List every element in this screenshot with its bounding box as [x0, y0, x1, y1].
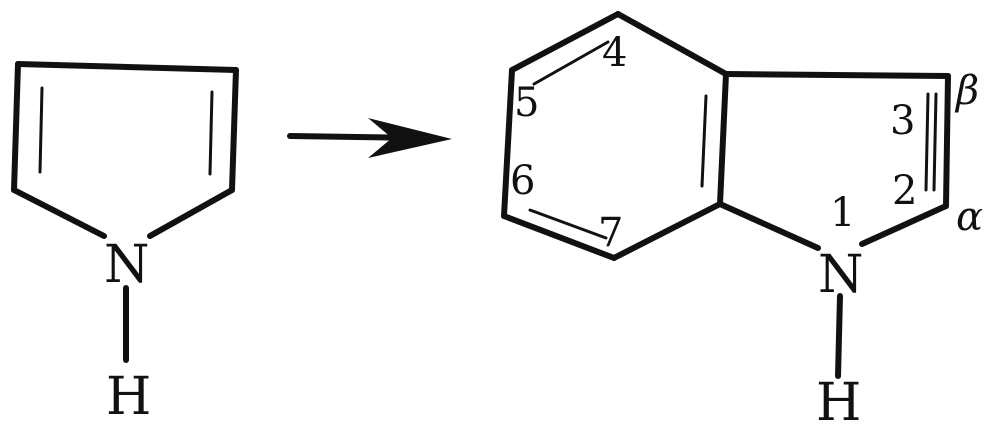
pyrrole-bond-right — [229, 67, 239, 193]
pyrrole-hydrogen-atom: H — [106, 367, 151, 427]
indole-bond-n-h — [835, 293, 843, 379]
indole-inner-double-fusion — [700, 94, 708, 188]
indole-bond-c7a-n — [717, 201, 821, 251]
indole-bond-c3-c2 — [943, 73, 951, 209]
indole-inner-double-c2-c3-a — [924, 92, 930, 192]
pyrrole-bond-right-to-n — [147, 187, 235, 239]
indole-beta-label: β — [954, 68, 979, 114]
indole-locant-4: 4 — [602, 30, 627, 76]
indole-locant-5: 5 — [514, 80, 539, 126]
indole-locant-3: 3 — [890, 98, 915, 144]
indole-bond-fusion — [717, 71, 729, 207]
indole-bond-c5-c4 — [509, 11, 621, 73]
indole-bond-c7-c6 — [501, 213, 617, 261]
pyrrole-nitrogen-atom: N — [104, 235, 150, 295]
indole-locant-7: 7 — [598, 210, 623, 256]
indole-bond-c4-c3a-top — [615, 11, 729, 77]
arrow-head — [368, 118, 452, 158]
pyrrole-inner-double-right — [208, 90, 214, 176]
indole-inner-double-top — [532, 40, 610, 86]
indole-bond-c3a-c3 — [723, 71, 951, 79]
indole-locant-1: 1 — [830, 190, 855, 236]
indole-inner-double-bottom — [528, 208, 608, 240]
pyrrole-structure: N H — [11, 61, 239, 427]
indole-bond-c2-n — [859, 203, 949, 247]
indole-inner-double-c2-c3-b — [932, 92, 938, 192]
pyrrole-bond-left — [11, 61, 21, 193]
indole-locant-2: 2 — [892, 168, 917, 214]
pyrrole-bond-left-to-n — [11, 187, 107, 239]
indole-nitrogen-atom: N — [818, 245, 864, 305]
indole-locant-6: 6 — [510, 158, 535, 204]
indole-alpha-label: α — [956, 194, 983, 240]
pyrrole-inner-double-left — [38, 86, 44, 174]
reaction-arrow — [287, 118, 452, 158]
indole-bond-c6-c5 — [501, 67, 515, 219]
indole-hydrogen-atom: H — [816, 373, 861, 428]
indole-bond-c7a-c7 — [611, 201, 723, 261]
pyrrole-bond-top — [15, 61, 239, 73]
indole-structure: N H 1 2 3 4 5 6 7 β α — [501, 11, 983, 428]
